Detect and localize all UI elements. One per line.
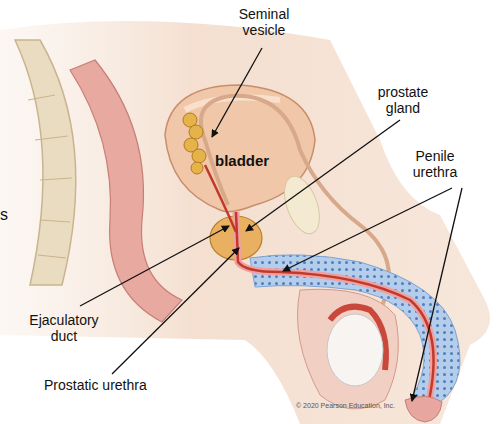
organ-label: bladder [215,152,295,169]
leader-line [412,188,462,401]
testis [327,314,383,386]
vesicle-lobe [189,125,203,139]
leader-line [80,226,229,306]
seminal-vesicle-shape [183,113,206,174]
vesicle-lobe [191,162,203,174]
part-label: Seminal vesicle [228,6,300,38]
sacrum-bone [15,40,76,285]
glans [405,396,442,422]
body-silhouette [0,21,490,424]
part-label: Prostatic urethra [44,377,214,393]
part-label: Penile urethra [402,148,468,180]
leader-lines [80,48,462,401]
leader-line [112,248,239,374]
scrotum [298,289,399,409]
urethra-wall [236,212,434,405]
leader-line [246,120,400,231]
leader-line [283,188,452,271]
vesicle-lobe [192,149,206,163]
leader-line [212,48,262,137]
pubic-bone [278,172,327,239]
ejaculatory-duct-shape [205,165,236,232]
rectum [70,60,182,322]
cut-off-text: s [0,206,20,224]
vertebra-lines [28,95,72,258]
part-label: prostate gland [372,84,434,116]
part-label: Ejaculatory duct [22,312,106,344]
copyright-note: © 2020 Pearson Education, Inc. [296,402,456,410]
urethra [236,212,434,405]
